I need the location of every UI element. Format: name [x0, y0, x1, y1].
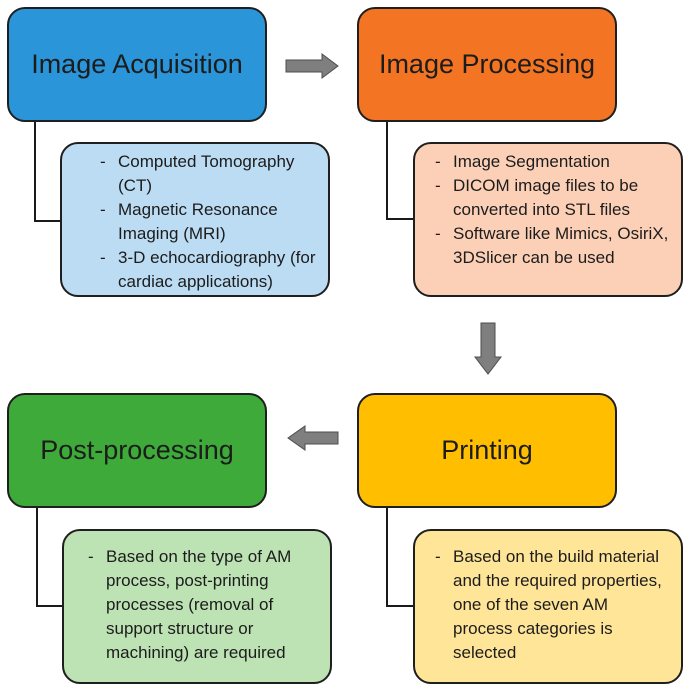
detail-image-processing: Image Segmentation DICOM image files to …	[413, 142, 683, 297]
connector-processing	[386, 120, 418, 220]
arrow-right-icon	[285, 53, 339, 79]
connector-printing	[386, 507, 418, 607]
detail-list: Based on the build material and the requ…	[435, 545, 671, 665]
detail-item: Magnetic Resonance Imaging (MRI)	[100, 198, 318, 246]
detail-post-processing: Based on the type of AM process, post-pr…	[62, 529, 332, 684]
step-printing: Printing	[357, 393, 617, 508]
detail-item: Based on the type of AM process, post-pr…	[88, 545, 320, 665]
detail-list: Based on the type of AM process, post-pr…	[88, 545, 320, 665]
detail-printing: Based on the build material and the requ…	[413, 529, 683, 684]
detail-item: Software like Mimics, OsiriX, 3DSlicer c…	[435, 222, 671, 270]
step-title: Post-processing	[40, 435, 234, 465]
step-image-acquisition: Image Acquisition	[7, 7, 267, 122]
detail-item: 3-D echocardiography (for cardiac applic…	[100, 246, 318, 294]
step-title: Printing	[441, 435, 533, 465]
arrow-down-icon	[473, 322, 503, 375]
connector-acquisition	[34, 120, 64, 222]
detail-image-acquisition: Computed Tomography (CT) Magnetic Resona…	[60, 142, 330, 297]
detail-item: Based on the build material and the requ…	[435, 545, 671, 665]
step-post-processing: Post-processing	[7, 393, 267, 508]
step-image-processing: Image Processing	[357, 7, 617, 122]
step-title: Image Acquisition	[31, 49, 243, 79]
arrow-left-icon	[287, 425, 339, 451]
detail-item: Computed Tomography (CT)	[100, 150, 318, 198]
detail-item: Image Segmentation	[435, 150, 671, 174]
detail-item: DICOM image files to be converted into S…	[435, 174, 671, 222]
detail-list: Image Segmentation DICOM image files to …	[435, 150, 671, 270]
connector-postprocessing	[36, 507, 66, 607]
detail-list: Computed Tomography (CT) Magnetic Resona…	[100, 150, 318, 294]
step-title: Image Processing	[378, 49, 596, 79]
